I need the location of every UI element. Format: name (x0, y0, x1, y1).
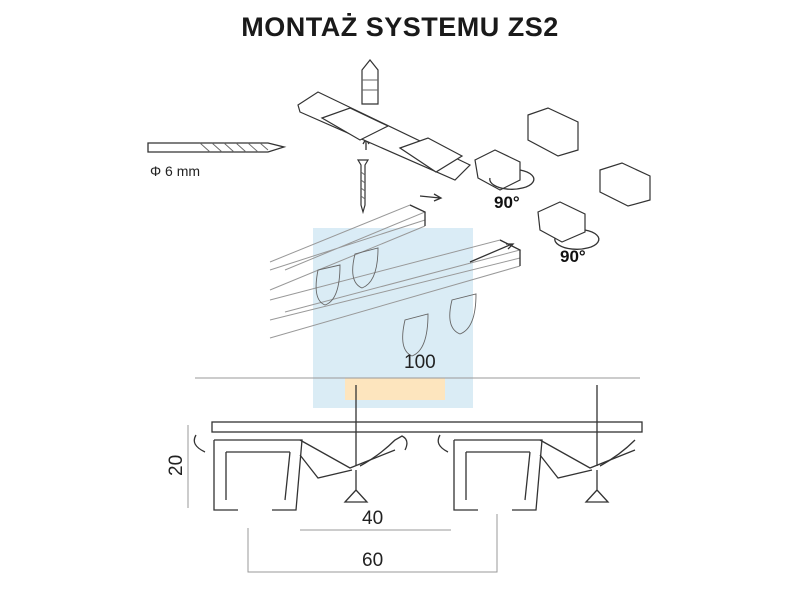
rotation-label-1: 90° (494, 193, 520, 212)
clip-parts (474, 107, 651, 250)
drill-diameter-label: Φ 6 mm (150, 163, 200, 179)
page-title: MONTAŻ SYSTEMU ZS2 (241, 12, 559, 42)
rotation-label-2: 90° (560, 247, 586, 266)
wall-plug-icon (361, 59, 379, 105)
cross-section (193, 385, 643, 511)
dimension-20-label: 20 (166, 455, 187, 476)
dimension-line-60 (247, 514, 498, 573)
watermark-logo (313, 228, 473, 408)
dimension-100-label: 100 (404, 352, 436, 373)
drill-bit-icon (147, 142, 287, 153)
dimension-60-label: 60 (362, 550, 383, 571)
screw-icon (356, 137, 370, 215)
curtain-rails (269, 204, 522, 357)
ceiling-bracket (297, 91, 472, 202)
rotate-arrow-icon (554, 229, 600, 250)
dimension-40-label: 40 (362, 508, 383, 529)
rotate-arrow-icon (489, 169, 535, 190)
